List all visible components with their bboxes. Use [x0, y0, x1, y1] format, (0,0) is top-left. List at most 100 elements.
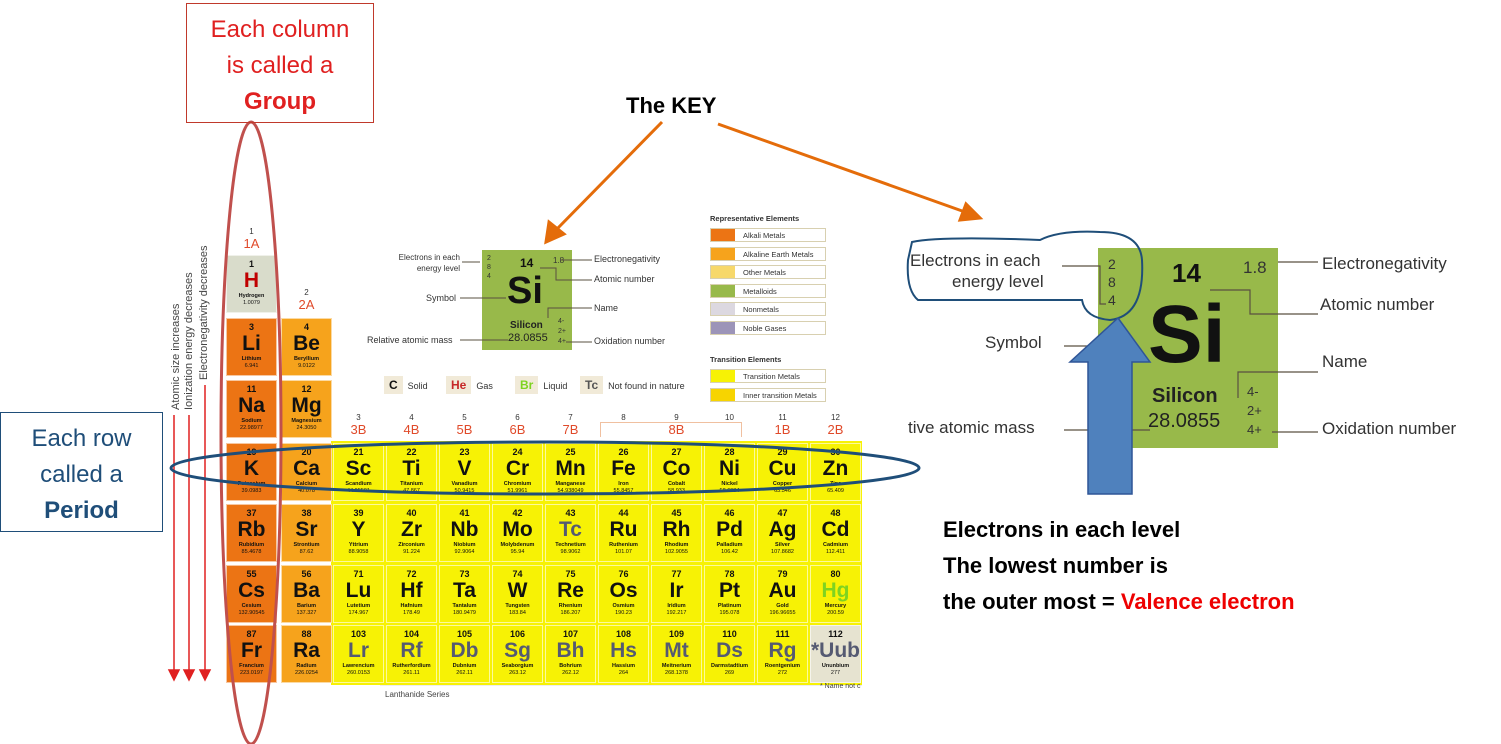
- legend-item: Alkali Metals: [710, 228, 826, 242]
- legend-trans-title: Transition Elements: [710, 355, 782, 364]
- atomic-mass: 40.078: [298, 488, 315, 494]
- group-callout-l3: is called a: [226, 52, 334, 79]
- big-key-num-label: Atomic number: [1320, 295, 1435, 314]
- element-name: Scandium: [345, 481, 372, 487]
- element-name: Yttrium: [348, 542, 369, 548]
- atomic-number: 107: [562, 629, 579, 639]
- atomic-mass: 200.59: [827, 610, 844, 616]
- atomic-mass: 260.0153: [347, 670, 370, 676]
- small-key-ox1: 4-: [558, 318, 565, 325]
- big-key-en: 1.8: [1243, 258, 1267, 277]
- atomic-mass: 106.42: [721, 549, 738, 555]
- group-number: 5: [462, 413, 467, 422]
- atomic-mass: 39.0983: [241, 488, 262, 494]
- element-name: Palladium: [716, 542, 743, 548]
- atomic-number: 45: [671, 508, 682, 518]
- key-title: The KEY: [626, 93, 717, 118]
- element-name: Rhenium: [558, 603, 583, 609]
- small-key-electrons-label: Electrons in each energy level: [398, 253, 460, 273]
- small-key-leaders: [460, 259, 592, 343]
- element-name: Copper: [772, 481, 793, 487]
- legend-label: Transition Metals: [743, 372, 800, 381]
- element-name: Beryllium: [293, 356, 320, 362]
- atomic-number: 105: [456, 629, 473, 639]
- element-symbol: Li: [242, 332, 261, 355]
- element-symbol: Sc: [345, 457, 372, 480]
- legend-label: Alkaline Earth Metals: [743, 249, 814, 259]
- element-cell-lithium: 3 Li Lithium 6.941: [226, 318, 277, 376]
- element-name: Titanium: [400, 481, 423, 487]
- atomic-number: 38: [301, 508, 312, 518]
- group-number: 9: [674, 413, 679, 422]
- element-cell-rhodium: 45 Rh Rhodium 102.9055: [651, 504, 702, 562]
- group-label: 3B: [350, 422, 367, 437]
- group-number: 4: [409, 413, 414, 422]
- legend-item: Metalloids: [710, 283, 826, 298]
- atomic-number: 21: [353, 447, 364, 457]
- legend-swatch: [711, 370, 735, 382]
- atomic-number: 48: [830, 508, 841, 518]
- element-symbol: Rb: [237, 518, 266, 541]
- legend-item: Transition Metals: [710, 369, 826, 383]
- group-label: 7B: [562, 422, 579, 437]
- group-number: 1: [249, 227, 254, 236]
- group-number: 3: [356, 413, 361, 422]
- small-key-symbol: Si: [507, 270, 543, 312]
- legend-label: Inner transition Metals: [743, 390, 817, 400]
- atomic-mass: 98.9062: [560, 549, 581, 555]
- element-cell-tantalum: 73 Ta Tantalum 180.9479: [439, 565, 490, 623]
- element-cell-bohrium: 107 Bh Bohrium 262.12: [545, 625, 596, 683]
- atomic-mass: 102.9055: [665, 549, 688, 555]
- atomic-number: 43: [565, 508, 576, 518]
- element-symbol: Cs: [238, 579, 265, 602]
- element-name: Rutherfordium: [392, 663, 431, 669]
- element-symbol: Mg: [291, 394, 322, 417]
- atomic-mass: 24.3050: [296, 425, 317, 431]
- table-bottom-area: [380, 685, 862, 706]
- group-label: 4B: [403, 422, 420, 437]
- group-label: 8B: [668, 422, 685, 437]
- element-symbol: Ta: [453, 579, 476, 602]
- atomic-number: 106: [509, 629, 526, 639]
- element-symbol: Ni: [719, 457, 740, 480]
- small-key-name-label: Name: [594, 303, 619, 313]
- legend-item: Alkaline Earth Metals: [710, 246, 826, 261]
- atomic-number: 109: [668, 629, 685, 639]
- element-symbol: Re: [557, 579, 584, 602]
- atomic-number: 74: [512, 569, 523, 579]
- atomic-mass: 92.9064: [454, 549, 475, 555]
- element-symbol: Cu: [768, 457, 797, 480]
- atomic-mass: 9.0122: [298, 363, 315, 369]
- atomic-number: 77: [671, 569, 682, 579]
- element-symbol: K: [243, 457, 260, 480]
- element-name: Hydrogen: [238, 293, 265, 299]
- atomic-mass: 195.078: [719, 610, 740, 616]
- element-symbol: V: [457, 457, 472, 480]
- element-name: Vanadium: [451, 481, 478, 487]
- phase-label: Solid: [407, 381, 428, 391]
- small-key-mass: 28.0855: [508, 332, 548, 344]
- legend-swatch: [711, 303, 735, 315]
- small-key-number: 14: [520, 256, 534, 270]
- legend-rep-title: Representative Elements: [710, 214, 800, 223]
- small-key-mass-label: Relative atomic mass: [367, 335, 453, 345]
- big-key-ox1: 4-: [1247, 384, 1259, 399]
- big-key-number: 14: [1172, 258, 1201, 288]
- atomic-mass: 22.98977: [240, 425, 263, 431]
- atomic-mass: 196.96655: [769, 610, 796, 616]
- valence-l3: the outer most =: [943, 589, 1121, 614]
- big-key-electrons-label-2: energy level: [952, 272, 1044, 291]
- legend-label: Alkali Metals: [743, 231, 786, 240]
- group-8b-bracket: [600, 422, 742, 437]
- element-name: Lithium: [241, 356, 262, 362]
- legend-item: Nonmetals: [710, 302, 826, 316]
- element-name: Cobalt: [667, 481, 686, 487]
- element-cell-radium: 88 Ra Radium 226.0254: [281, 625, 332, 683]
- atomic-number: 39: [353, 508, 364, 518]
- atomic-mass: 263.12: [509, 670, 526, 676]
- element-name: Darmstadtium: [711, 663, 748, 669]
- element-symbol: Ca: [293, 457, 320, 480]
